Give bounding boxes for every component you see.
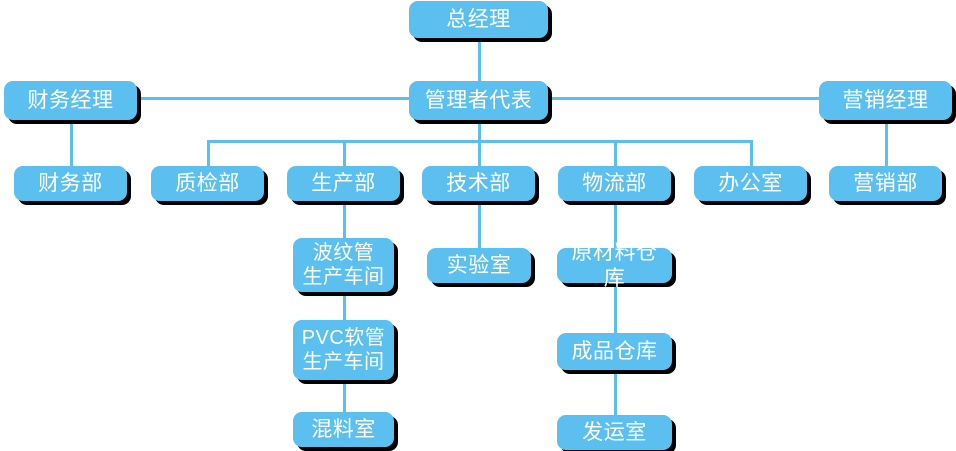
node-label: 营销经理 (842, 88, 929, 112)
connector-finished-to-shipping (614, 370, 617, 415)
node-pvc-hose-workshop[interactable]: PVC软管 生产车间 (293, 320, 394, 380)
connector-drop-qc (207, 140, 210, 166)
connector-drop-tech (478, 140, 481, 166)
node-label: 成品仓库 (571, 339, 658, 363)
node-label: 质检部 (175, 171, 240, 195)
node-label: 波纹管 生产车间 (302, 241, 385, 288)
node-finished-goods-warehouse[interactable]: 成品仓库 (557, 333, 672, 370)
node-logistics-department[interactable]: 物流部 (558, 166, 671, 201)
node-technical-department[interactable]: 技术部 (422, 166, 535, 201)
node-laboratory[interactable]: 实验室 (427, 248, 531, 283)
node-mixing-room[interactable]: 混料室 (293, 412, 394, 447)
connector-raw-to-finished (614, 285, 617, 333)
node-label: 发运室 (582, 420, 647, 444)
node-label: 财务经理 (27, 88, 114, 112)
node-finance-manager[interactable]: 财务经理 (4, 81, 137, 120)
node-production-department[interactable]: 生产部 (287, 166, 400, 201)
node-label: 财务部 (38, 171, 103, 195)
node-office[interactable]: 办公室 (694, 166, 807, 201)
node-label: 实验室 (446, 253, 512, 277)
connector-drop-office (750, 140, 753, 166)
node-label: 营销部 (853, 171, 918, 195)
node-label: 生产部 (311, 171, 376, 195)
connector-finance-mgr-down (70, 120, 73, 166)
connector-drop-logistics (614, 140, 617, 166)
connector-logistics-to-raw (614, 200, 617, 248)
node-corrugated-pipe-workshop[interactable]: 波纹管 生产车间 (293, 238, 394, 292)
connector-drop-production (343, 140, 346, 166)
connector-tech-to-lab (478, 200, 481, 248)
node-shipping-room[interactable]: 发运室 (557, 415, 672, 450)
node-raw-material-warehouse[interactable]: 原材料仓库 (557, 241, 672, 290)
connector-production-to-corrugated (343, 200, 346, 238)
node-management-representative[interactable]: 管理者代表 (409, 81, 548, 120)
node-label: 物流部 (582, 171, 647, 195)
node-label: PVC软管 生产车间 (301, 326, 386, 373)
node-quality-inspection-department[interactable]: 质检部 (151, 166, 264, 201)
node-marketing-manager[interactable]: 营销经理 (819, 81, 952, 120)
connector-pvc-to-mixing (343, 380, 346, 412)
node-label: 混料室 (311, 417, 376, 441)
node-finance-department[interactable]: 财务部 (14, 166, 127, 201)
node-label: 办公室 (718, 171, 783, 195)
connector-gm-down (478, 37, 481, 97)
connector-marketing-mgr-down (885, 120, 888, 166)
connector-corrugated-to-pvc (343, 292, 346, 320)
node-label: 管理者代表 (424, 88, 533, 112)
node-label: 总经理 (446, 7, 511, 31)
node-label: 原材料仓库 (571, 240, 658, 290)
node-general-manager[interactable]: 总经理 (409, 1, 548, 38)
node-marketing-department[interactable]: 营销部 (829, 166, 942, 201)
node-label: 技术部 (446, 171, 511, 195)
